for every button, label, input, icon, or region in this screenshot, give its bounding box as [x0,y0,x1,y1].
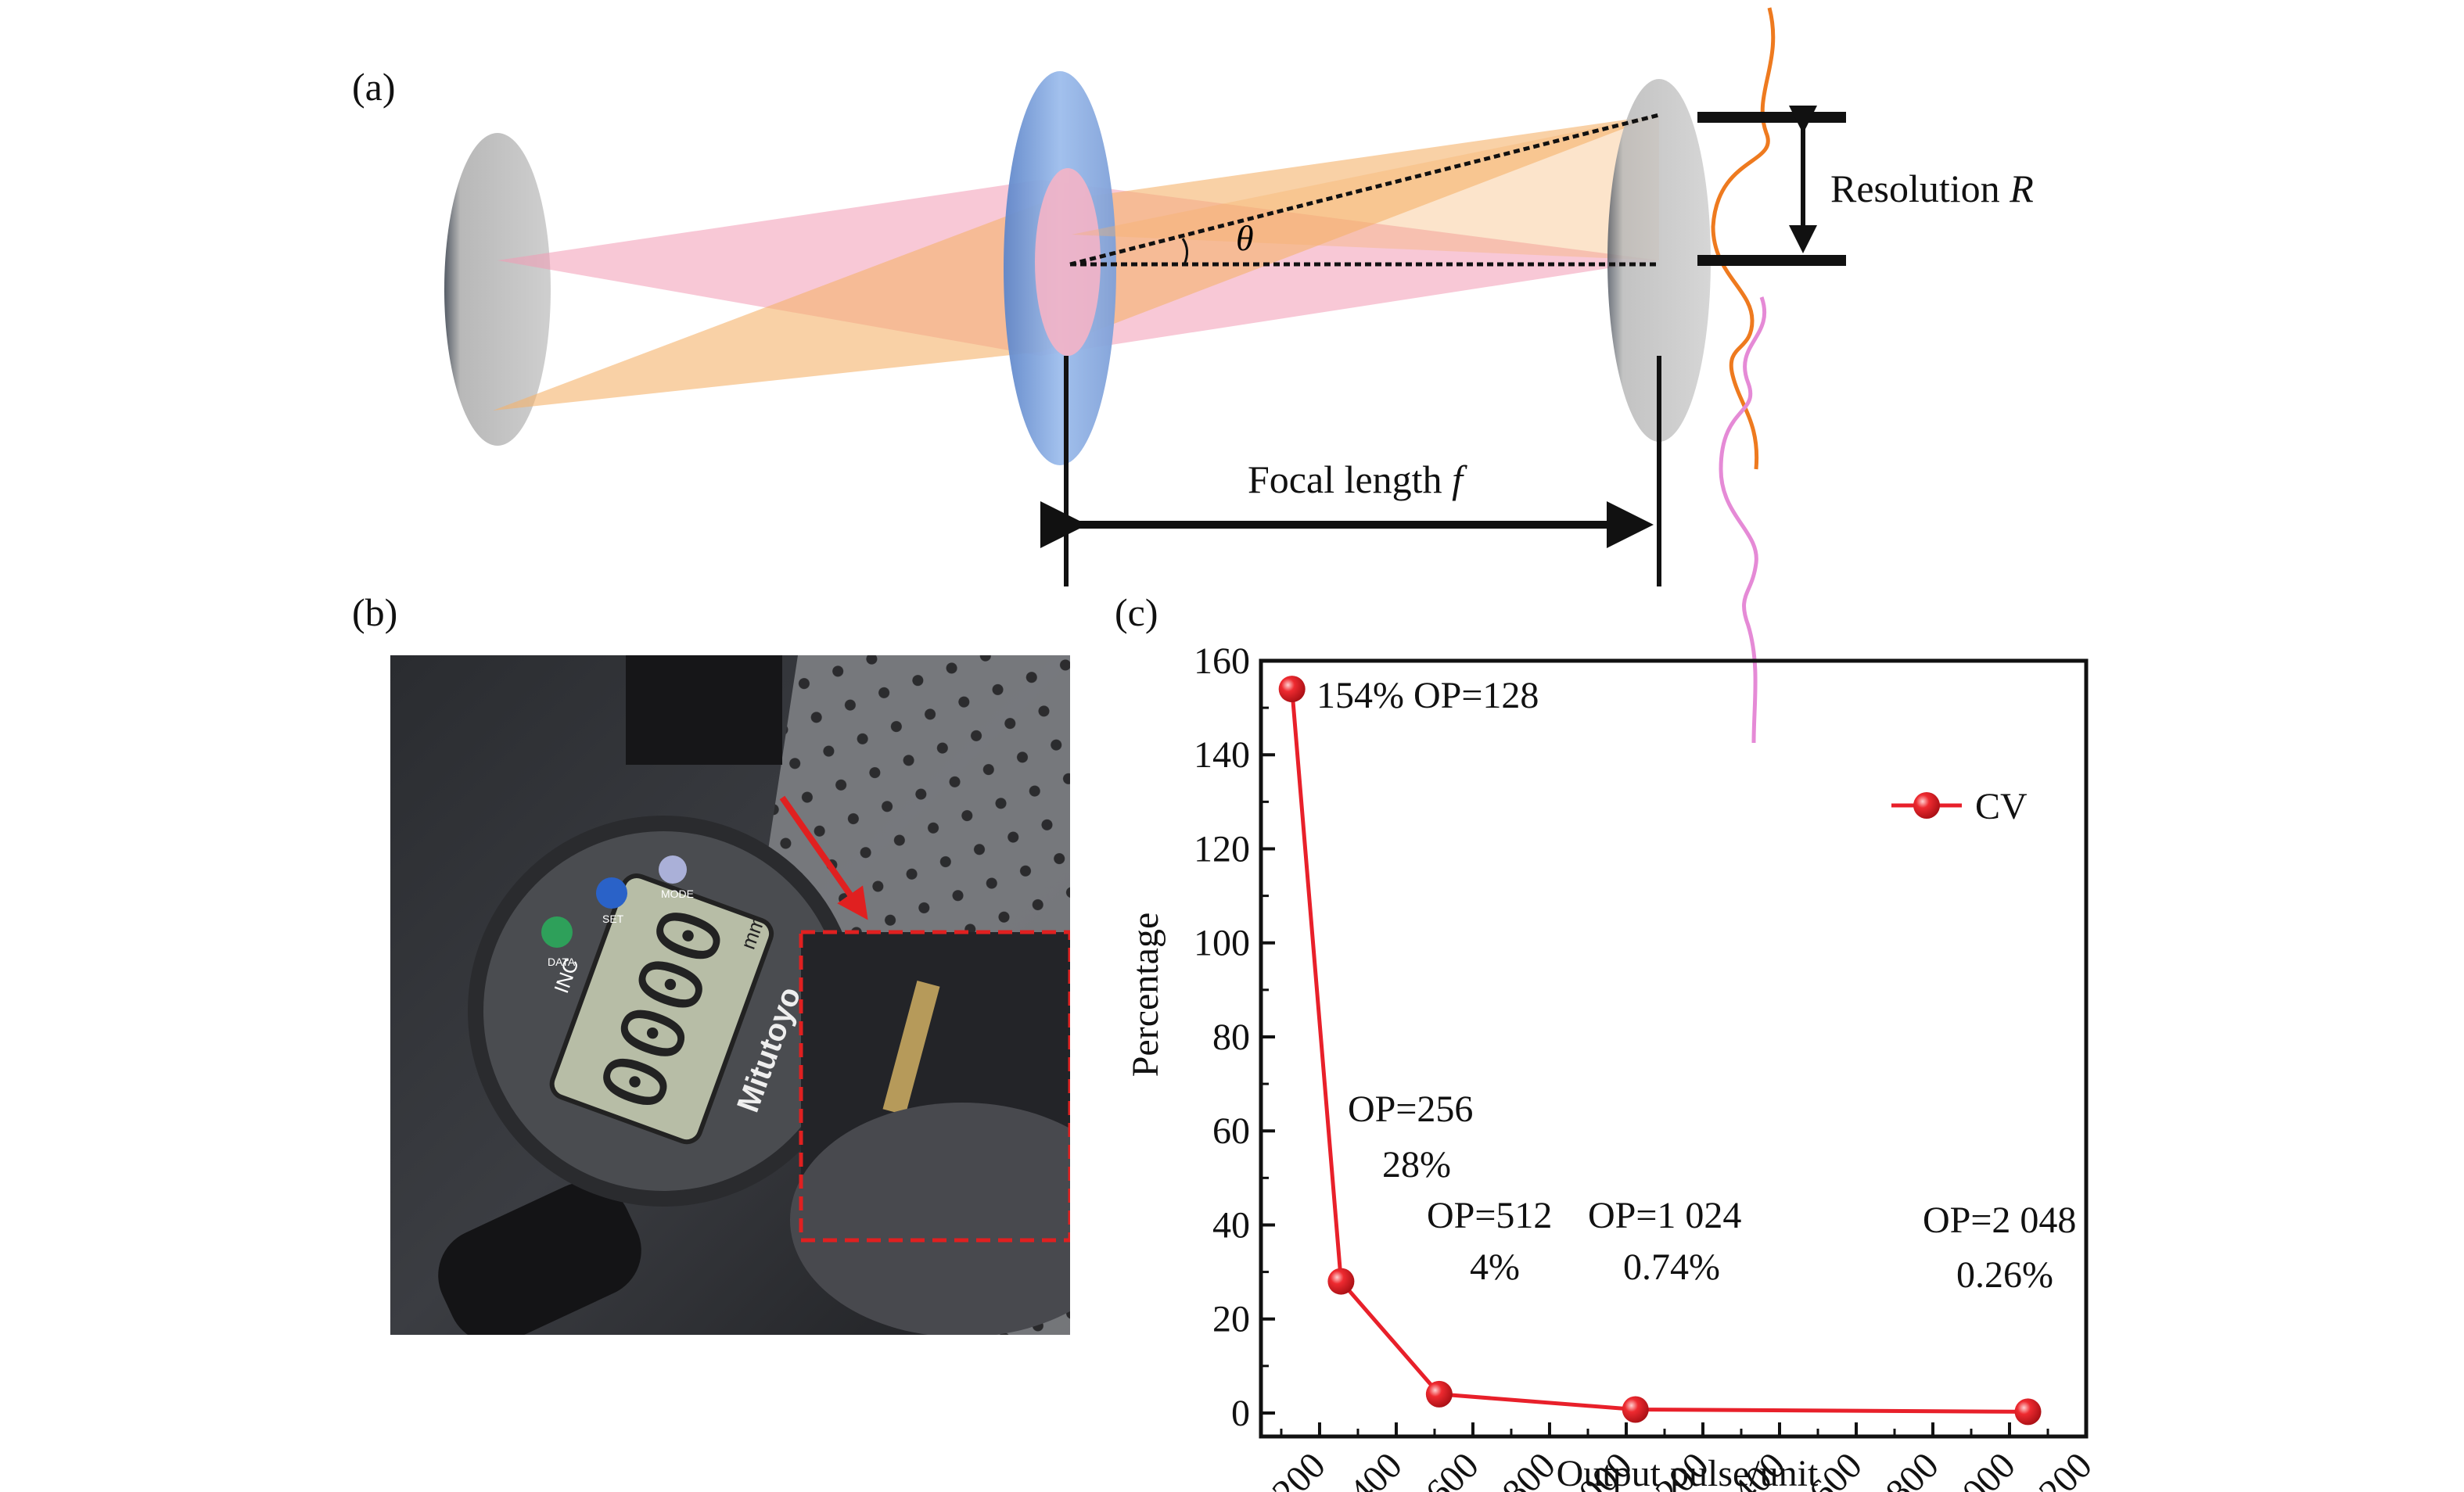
data-annotation: 0.74% [1623,1246,1720,1288]
panel-b-label: (b) [352,590,397,634]
angle-arc [1181,238,1188,265]
panel-a-optics-diagram: (a) θ Resolution R Focal length f [352,7,2034,744]
inset-arrow [779,795,868,920]
cv-point [1425,1380,1453,1408]
pink-wave [1719,296,1767,744]
y-tick-label: 80 [1212,1017,1250,1058]
orange-wave [1711,7,1776,470]
focal-length-label: Focal length f [1248,457,1467,501]
x-axis-label: Output pulse/unit [1557,1453,1819,1492]
data-annotation: OP=2 048 [1923,1200,2076,1241]
resolution-label: Resolution R [1830,167,2034,210]
angle-theta-label: θ [1236,218,1254,258]
x-tick-label: 200 [1264,1444,1333,1492]
cv-point [2014,1398,2042,1426]
cv-point [1622,1396,1649,1423]
source-disc [444,133,551,446]
gauge-button-mode-label: MODE [661,888,694,900]
detector-disc [1607,79,1711,442]
legend-label: CV [1975,786,2028,827]
x-tick-label: 800 [1494,1444,1563,1492]
gauge-button-data [541,916,573,948]
panel-b-photo: (b) 0000 mm INC Mitutoyo DATA SET MODE [352,590,1070,1335]
x-tick-label: 400 [1341,1444,1410,1492]
y-tick-label: 40 [1212,1204,1250,1246]
data-annotation: OP=512 [1427,1195,1552,1236]
mount-block [626,655,782,765]
y-tick-label: 100 [1194,923,1250,964]
data-annotation: 4% [1470,1246,1520,1288]
y-tick-label: 120 [1194,828,1250,870]
gauge-button-set-label: SET [602,913,624,925]
x-tick-label: 1 800 [1858,1444,1947,1492]
legend-marker [1913,792,1940,819]
y-tick-label: 140 [1194,734,1250,776]
x-tick-label: 2 000 [1934,1444,2024,1492]
gauge-button-mode [659,855,687,884]
x-tick-label: 600 [1417,1444,1486,1492]
data-annotation: OP=256 [1348,1089,1473,1130]
cv-point [1327,1268,1355,1295]
knob [438,1182,641,1335]
inset-gauge [790,1103,1070,1335]
gauge-button-set [596,877,627,909]
data-annotation: 28% [1382,1144,1451,1185]
data-annotation: OP=1 024 [1588,1195,1741,1236]
plot-frame [1259,658,2089,1439]
y-tick-label: 60 [1212,1110,1250,1152]
y-tick-label: 0 [1231,1393,1250,1434]
panel-c-label: (c) [1115,590,1158,634]
cv-point [1278,676,1306,703]
y-axis-label: Percentage [1125,913,1166,1078]
y-tick-label: 160 [1194,640,1250,682]
inset-probe [882,981,940,1115]
gauge-button-data-label: DATA [548,956,576,968]
x-tick-label: 2 200 [2011,1444,2100,1492]
gauge-display [549,873,774,1145]
lens-beam-spot [1035,168,1101,356]
data-annotation: 154% OP=128 [1316,675,1539,716]
inset-frame [799,930,1070,1243]
y-tick-label: 20 [1212,1299,1250,1340]
data-annotation: 0.26% [1956,1254,2053,1296]
panel-a-label: (a) [352,65,396,109]
